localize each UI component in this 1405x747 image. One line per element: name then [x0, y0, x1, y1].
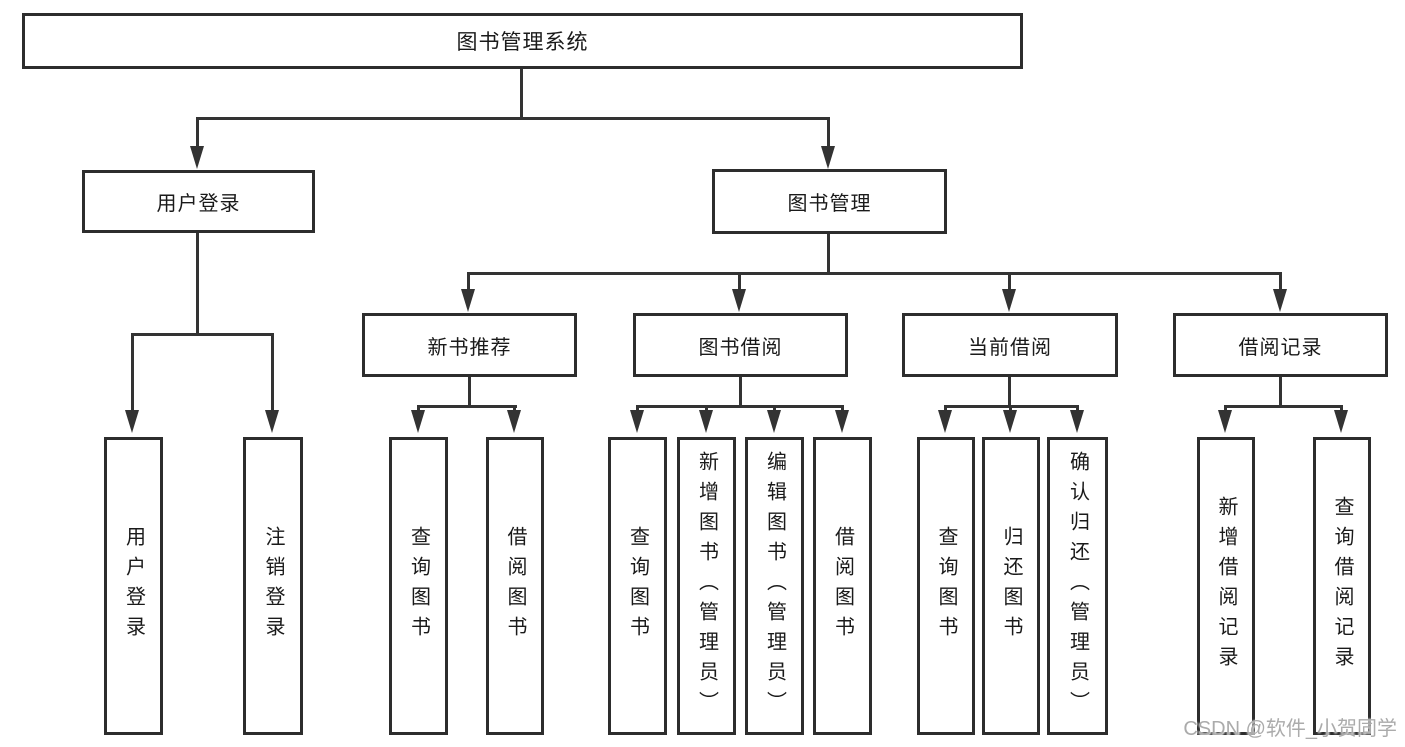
- leaf-newbook-borrow-books: 借阅图书: [486, 437, 544, 735]
- arrow-down-icon: [507, 410, 521, 433]
- leaf-borrow-edit-books-admin: 编辑图书（管理员）: [745, 437, 804, 735]
- connector-line: [705, 405, 708, 412]
- leaf-logout: 注销登录: [243, 437, 303, 735]
- connector-line: [1076, 405, 1079, 412]
- connector-line: [468, 377, 471, 408]
- arrow-down-icon: [821, 146, 835, 169]
- connector-line: [131, 333, 134, 411]
- node-label: 借阅记录: [1238, 336, 1323, 359]
- node-library-management-system: 图书管理系统: [22, 13, 1023, 69]
- connector-line: [773, 405, 776, 412]
- leaf-borrow-query-books: 查询图书: [608, 437, 667, 735]
- node-label: 图书借阅: [698, 336, 783, 359]
- connector-line: [739, 377, 742, 408]
- leaf-current-return-books: 归还图书: [982, 437, 1040, 735]
- leaf-label: 用户登录: [122, 526, 145, 646]
- arrow-down-icon: [125, 410, 139, 433]
- leaf-label: 查询图书: [935, 526, 957, 646]
- leaf-label: 编辑图书（管理员）: [763, 451, 786, 721]
- leaf-borrow-borrow-books: 借阅图书: [813, 437, 872, 735]
- leaf-current-confirm-return-admin: 确认归还（管理员）: [1047, 437, 1108, 735]
- arrow-down-icon: [1218, 410, 1232, 433]
- leaf-user-login: 用户登录: [104, 437, 163, 735]
- connector-line: [1224, 405, 1343, 408]
- leaf-label: 借阅图书: [831, 526, 854, 646]
- connector-line: [196, 117, 830, 120]
- leaf-label: 查询图书: [626, 526, 649, 646]
- leaf-label: 新增图书（管理员）: [695, 451, 718, 721]
- arrow-down-icon: [411, 410, 425, 433]
- connector-line: [1340, 405, 1343, 412]
- connector-line: [131, 333, 274, 336]
- leaf-label: 确认归还（管理员）: [1066, 451, 1089, 721]
- connector-line: [1008, 377, 1011, 408]
- arrow-down-icon: [1334, 410, 1348, 433]
- connector-line: [467, 272, 470, 290]
- node-user-login: 用户登录: [82, 170, 315, 233]
- leaf-label: 注销登录: [262, 526, 284, 646]
- node-book-management: 图书管理: [712, 169, 947, 234]
- connector-line: [271, 333, 274, 411]
- arrow-down-icon: [630, 410, 644, 433]
- leaf-records-query-record: 查询借阅记录: [1313, 437, 1371, 735]
- connector-line: [417, 405, 517, 408]
- leaf-borrow-add-books-admin: 新增图书（管理员）: [677, 437, 736, 735]
- connector-line: [636, 405, 843, 408]
- leaf-label: 查询借阅记录: [1331, 496, 1353, 676]
- connector-line: [636, 405, 639, 412]
- node-label: 当前借阅: [968, 336, 1052, 359]
- arrow-down-icon: [1002, 289, 1016, 312]
- node-borrow-records: 借阅记录: [1173, 313, 1388, 377]
- connector-line: [417, 405, 420, 412]
- leaf-newbook-query-books: 查询图书: [389, 437, 448, 735]
- node-new-book-recommend: 新书推荐: [362, 313, 577, 377]
- connector-line: [1279, 272, 1282, 290]
- connector-line: [196, 117, 199, 147]
- connector-line: [738, 272, 741, 290]
- arrow-down-icon: [938, 410, 952, 433]
- arrow-down-icon: [1003, 410, 1017, 433]
- arrow-down-icon: [265, 410, 279, 433]
- node-label: 图书管理系统: [456, 31, 589, 54]
- arrow-down-icon: [699, 410, 713, 433]
- connector-line: [827, 117, 830, 147]
- node-label: 新书推荐: [427, 336, 512, 359]
- connector-line: [1009, 405, 1012, 412]
- connector-line: [827, 234, 830, 275]
- leaf-current-query-books: 查询图书: [917, 437, 975, 735]
- arrow-down-icon: [732, 289, 746, 312]
- leaf-label: 新增借阅记录: [1215, 496, 1237, 676]
- arrow-down-icon: [190, 146, 204, 169]
- connector-line: [944, 405, 947, 412]
- arrow-down-icon: [461, 289, 475, 312]
- arrow-down-icon: [1273, 289, 1287, 312]
- connector-line: [513, 405, 516, 412]
- node-label: 图书管理: [787, 193, 872, 215]
- arrow-down-icon: [835, 410, 849, 433]
- node-current-borrow: 当前借阅: [902, 313, 1118, 377]
- leaf-label: 查询图书: [407, 526, 430, 646]
- node-book-borrow: 图书借阅: [633, 313, 848, 377]
- leaf-label: 借阅图书: [504, 526, 526, 646]
- node-label: 用户登录: [156, 193, 241, 215]
- arrow-down-icon: [1070, 410, 1084, 433]
- connector-line: [1224, 405, 1227, 412]
- leaf-label: 归还图书: [1000, 526, 1022, 646]
- arrow-down-icon: [767, 410, 781, 433]
- connector-line: [1279, 377, 1282, 408]
- csdn-watermark: CSDN @软件_小贺同学: [1183, 718, 1397, 740]
- connector-line: [196, 233, 199, 336]
- connector-line: [520, 69, 523, 120]
- leaf-records-add-record: 新增借阅记录: [1197, 437, 1255, 735]
- connector-line: [841, 405, 844, 412]
- connector-line: [1008, 272, 1011, 290]
- connector-line: [467, 272, 1282, 275]
